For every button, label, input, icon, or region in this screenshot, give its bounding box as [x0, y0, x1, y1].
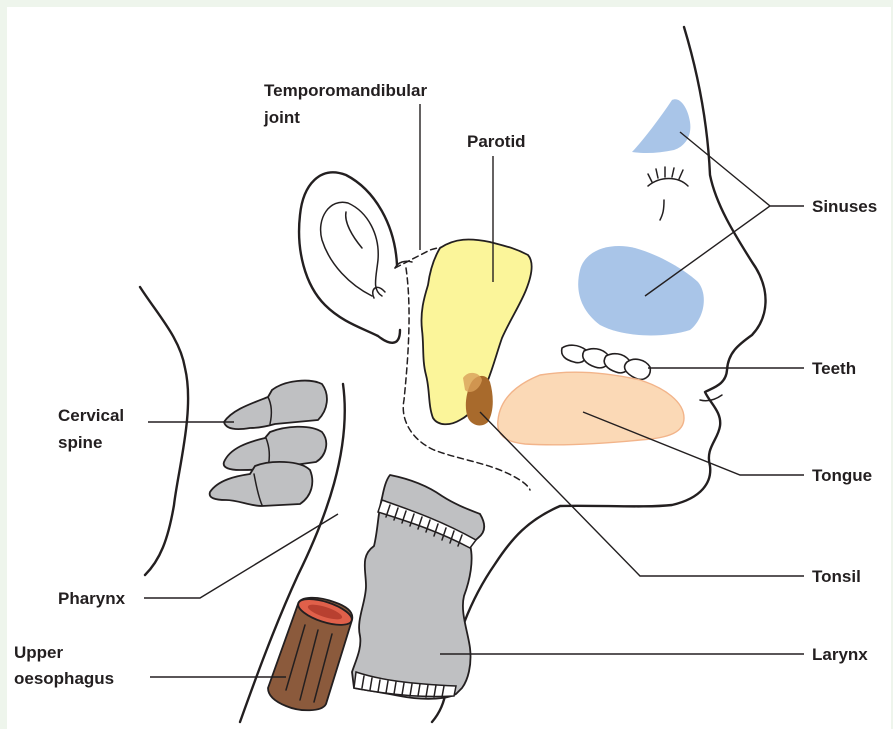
larynx [352, 475, 484, 699]
label-tongue: Tongue [812, 466, 872, 485]
ear [299, 172, 412, 342]
maxillary-sinus [578, 246, 704, 335]
label-larynx: Larynx [812, 645, 868, 664]
label-tmj-line2: joint [263, 108, 300, 127]
back-of-neck-outline [140, 287, 188, 575]
label-pharynx: Pharynx [58, 589, 126, 608]
tongue [498, 372, 684, 445]
label-parotid: Parotid [467, 132, 526, 151]
frontal-sinus [632, 99, 690, 153]
label-cervical-line2: spine [58, 433, 102, 452]
lip-line [700, 395, 722, 401]
pharynx-leader [144, 514, 338, 598]
label-cervical-line1: Cervical [58, 406, 124, 425]
label-oesophagus-line2: oesophagus [14, 669, 114, 688]
label-teeth: Teeth [812, 359, 856, 378]
label-tmj-line1: Temporomandibular [264, 81, 427, 100]
eye [648, 167, 688, 220]
cervical-spine [210, 381, 327, 506]
label-tonsil: Tonsil [812, 567, 861, 586]
label-sinuses: Sinuses [812, 197, 877, 216]
label-oesophagus-line1: Upper [14, 643, 64, 662]
